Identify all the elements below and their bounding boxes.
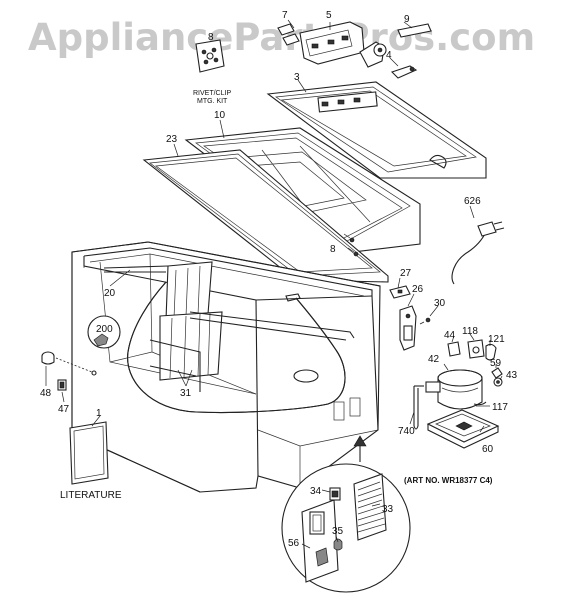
watermark: AppliancePartsPros.com [28,16,535,59]
callout-44: 44 [444,330,456,341]
callout-200: 200 [96,324,113,335]
drain-hose-part-47 [57,379,67,391]
callout-117: 117 [492,402,508,413]
kit-label-line-1: RIVET/CLIP [193,90,231,97]
drain-cap-part-48 [41,351,97,376]
leader-lines [45,19,503,549]
callout-34: 34 [310,486,322,497]
hinge-pin-part-7 [277,23,300,46]
drain-plug-part-200 [87,315,121,349]
callout-43: 43 [506,370,518,381]
compressor-part-42 [414,369,483,410]
callout-8-screws: 8 [330,244,336,255]
lid-inner-panel-part-23 [142,149,389,283]
callout-23: 23 [166,134,178,145]
callout-118: 118 [462,326,478,337]
callout-33: 33 [382,504,394,515]
callout-56: 56 [288,538,300,549]
literature-label: LITERATURE [60,490,122,501]
basket-divider-part-20 [103,261,213,321]
literature-booklet-part-1 [69,421,109,485]
callout-5: 5 [326,10,332,21]
kit-label-line-2: MTG. KIT [197,98,228,105]
capillary-tube-part-740 [413,386,419,430]
callout-31: 31 [180,388,192,399]
base-plate-part-60 [426,409,500,449]
art-number: (ART NO. WR18377 C4) [404,476,493,485]
clip-part-59 [491,367,503,379]
callout-48: 48 [40,388,52,399]
callout-1: 1 [96,408,102,419]
callout-60: 60 [482,444,494,455]
callout-47: 47 [58,404,70,415]
mounting-grommet-part-117 [473,401,490,407]
callout-10: 10 [214,110,226,121]
callout-7: 7 [282,10,288,21]
callout-3: 3 [294,72,300,83]
callout-121: 121 [488,334,505,345]
screw-part-30 [419,317,431,325]
callout-35: 35 [332,526,344,537]
lid-lock-part-4 [359,41,418,79]
relay-part-118 [467,339,485,359]
power-cord-part-626 [451,221,505,285]
overload-part-44 [447,341,461,357]
callout-27: 27 [400,268,412,279]
callout-9: 9 [404,14,410,25]
bracket-part-27 [389,285,411,299]
rivet-clip-mounting-kit [195,39,225,73]
label-plate-part-9 [397,23,432,38]
callout-740: 740 [398,426,415,437]
control-panel-inset [281,435,411,593]
callout-4: 4 [386,50,392,61]
callout-26: 26 [412,284,424,295]
lid-outer-panel-part-3 [266,81,487,179]
lid-screws-part-8 [343,233,359,257]
callout-59: 59 [490,358,502,369]
callout-626: 626 [464,196,481,207]
cabinet-gasket-loop [127,281,346,414]
callout-8-kit: 8 [208,32,214,43]
callout-labels: 7 5 9 4 3 8 RIVET/CLIP MTG. KIT 10 23 62… [40,10,518,549]
callout-20: 20 [104,288,116,299]
thermostat-part-26 [399,305,417,351]
callout-42: 42 [428,354,440,365]
grommet-part-43 [493,377,503,387]
callout-30: 30 [434,298,446,309]
baskets-part-31 [149,311,355,392]
